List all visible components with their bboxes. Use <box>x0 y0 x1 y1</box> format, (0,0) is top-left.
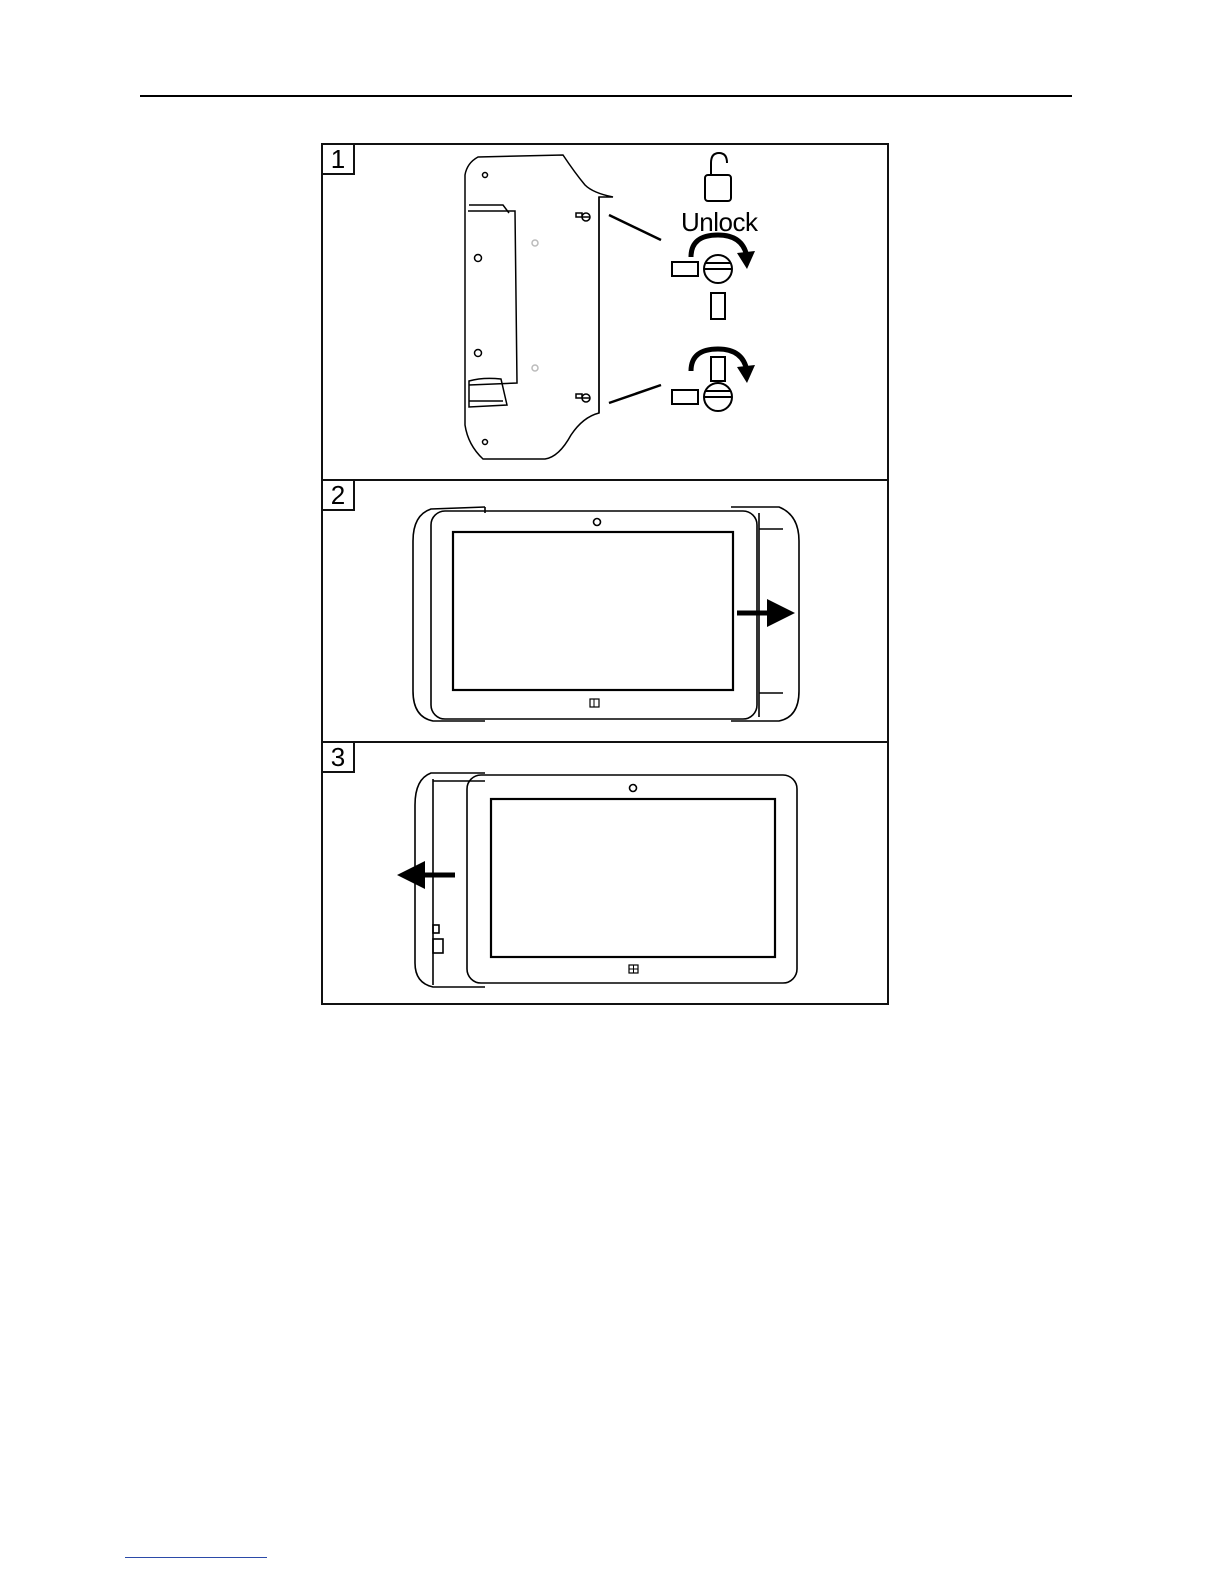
padlock-open-icon <box>705 153 731 201</box>
screw-bottom-large <box>672 357 732 411</box>
header-rule <box>140 95 1072 97</box>
step-3-panel: 3 <box>323 741 887 1005</box>
screw-top-small <box>576 213 590 221</box>
screw-bottom-small <box>576 394 590 402</box>
tablet-in-cradle-illustration <box>323 481 887 743</box>
step-1-panel: 1 <box>323 145 887 479</box>
windows-logo-icon <box>629 965 638 973</box>
arrow-left-icon <box>397 861 455 889</box>
instruction-figure: 1 <box>321 143 889 1005</box>
tablet <box>431 511 757 719</box>
step-2-panel: 2 <box>323 479 887 743</box>
tablet <box>467 775 797 983</box>
windows-logo-icon <box>590 699 599 707</box>
footnote-rule <box>125 1557 267 1558</box>
tablet-removed-illustration <box>323 743 887 1005</box>
rotate-clockwise-arrow-icon <box>691 349 755 383</box>
cradle-back-illustration <box>323 145 887 479</box>
unlock-label: Unlock <box>681 207 757 238</box>
screw-top-large <box>672 255 732 319</box>
arrow-right-icon <box>737 599 795 627</box>
